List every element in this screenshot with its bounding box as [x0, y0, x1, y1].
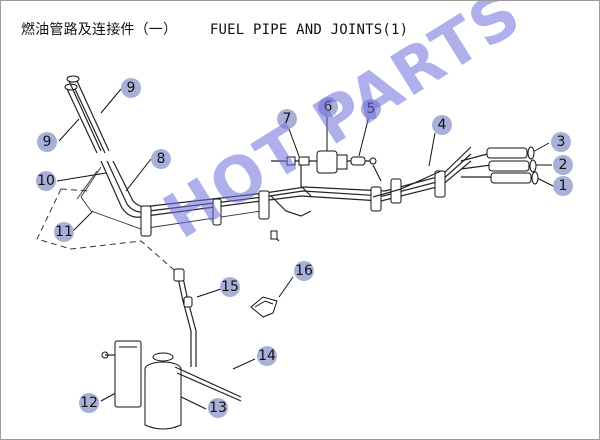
callout-4: 4	[432, 115, 452, 135]
callout-label: 4	[438, 117, 447, 133]
callout-9-top: 9	[121, 78, 141, 98]
callout-5: 5	[361, 99, 381, 119]
callout-11: 11	[54, 222, 74, 242]
callout-label: 2	[559, 157, 568, 173]
callout-13: 13	[208, 398, 228, 418]
callout-12: 12	[79, 393, 99, 413]
callout-15: 15	[220, 277, 240, 297]
callout-16: 16	[294, 261, 314, 281]
fuel-filter-canister	[101, 340, 242, 430]
clip-16	[250, 296, 278, 318]
callout-7: 7	[277, 109, 297, 129]
leader-lines	[56, 88, 554, 410]
callout-label: 7	[283, 111, 292, 127]
lower-routing	[36, 188, 197, 367]
callout-label: 9	[43, 134, 52, 150]
title-chinese: 燃油管路及连接件（一）	[21, 22, 178, 38]
pipe-pair-9	[64, 75, 110, 154]
callout-9-bottom: 9	[37, 132, 57, 152]
callout-3: 3	[551, 132, 571, 152]
callout-label: 16	[295, 263, 313, 279]
callout-10: 10	[36, 171, 56, 191]
pipe-connectors-right	[460, 146, 539, 185]
callout-label: 8	[157, 151, 166, 167]
callout-label: 12	[80, 395, 98, 411]
main-pipe-bundle	[76, 146, 472, 242]
title-english: FUEL PIPE AND JOINTS(1)	[209, 22, 409, 38]
callout-2: 2	[553, 155, 573, 175]
callout-8: 8	[151, 149, 171, 169]
callout-label: 3	[557, 134, 566, 150]
callout-label: 9	[127, 80, 136, 96]
page-title: 燃油管路及连接件（一） FUEL PIPE AND JOINTS(1)	[21, 19, 408, 39]
callout-label: 5	[367, 101, 376, 117]
callout-label: 6	[324, 99, 333, 115]
callout-label: 14	[258, 348, 276, 364]
callout-label: 15	[221, 279, 239, 295]
callout-6: 6	[318, 97, 338, 117]
callout-label: 11	[55, 224, 73, 240]
callout-14: 14	[257, 346, 277, 366]
fuel-filter-assembly	[271, 150, 382, 197]
callout-1: 1	[553, 176, 573, 196]
callout-label: 10	[37, 173, 55, 189]
callout-label: 1	[559, 178, 568, 194]
callout-label: 13	[209, 400, 227, 416]
